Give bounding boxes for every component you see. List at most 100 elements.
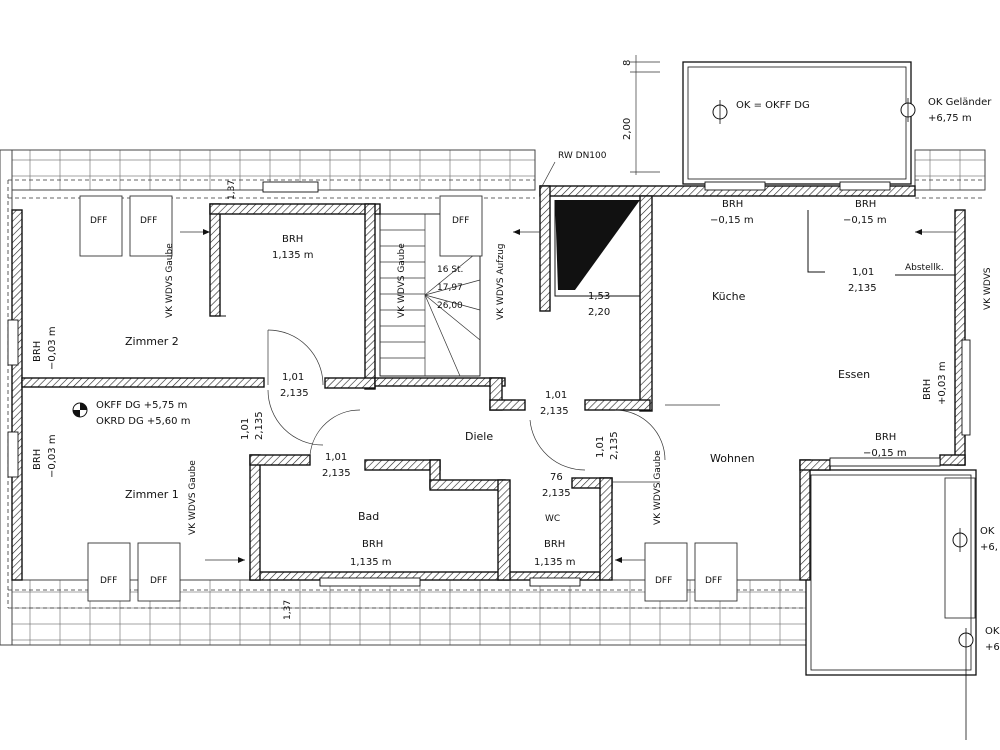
dff-label-7: DFF [705, 576, 722, 586]
dim-door-z2-w: 1,01 [282, 372, 304, 383]
brh-closet-val: 1,135 m [272, 250, 314, 261]
stair-labels: 16 St. 17,97 26,00 [437, 265, 463, 311]
window-essen [961, 339, 971, 436]
dim-door-diele-h: 2,135 [540, 406, 569, 417]
level-marker-right-2 [958, 628, 974, 740]
wall-closet-top [209, 203, 381, 215]
wall-stair-left [364, 203, 376, 390]
roof-tiles [0, 149, 986, 646]
wall-bath-top-left [249, 454, 311, 466]
brh-labels: BRH 1,135 m BRH −0,15 m BRH −0,15 m BRH … [32, 199, 948, 568]
wall-kitchen-core [639, 195, 653, 412]
brh-kitchen-1: BRH [722, 199, 743, 210]
dff-label-6: DFF [655, 576, 672, 586]
dim-wc-h: 2,135 [542, 488, 571, 499]
wall-bath-left [249, 454, 261, 581]
dff-label-2: DFF [140, 216, 157, 226]
wall-bath-wc [497, 479, 511, 581]
dim-door-core-h: 2,135 [609, 431, 620, 460]
dff-label-1: DFF [90, 216, 107, 226]
vk-aufzug: VK WDVS Aufzug [496, 244, 506, 321]
room-wohnen: Wohnen [710, 452, 755, 465]
room-labels: Zimmer 2 Zimmer 1 Diele Bad WC Küche Ess… [125, 263, 944, 524]
balcony-right-rail [944, 477, 976, 619]
dim-door-diele-w: 1,01 [545, 390, 567, 401]
exterior-walls [11, 185, 966, 581]
dim-door-z1-h: 2,135 [254, 411, 265, 440]
opening-dims: 1,01 2,135 1,01 2,135 1,01 2,135 1,53 2,… [227, 180, 877, 620]
dff-label-5: DFF [150, 576, 167, 586]
dim-137-top: 1,37 [227, 180, 237, 200]
dim-door-bad-h: 2,135 [322, 468, 351, 479]
window-zimmer2 [7, 319, 19, 366]
brh-wohnen: BRH [875, 432, 896, 443]
brh-wc: BRH [544, 539, 565, 550]
dim-abstellk-h: 2,135 [848, 283, 877, 294]
roof-tiles-top-right [914, 149, 986, 191]
room-zimmer1: Zimmer 1 [125, 488, 179, 501]
brh-bad-val: 1,135 m [350, 557, 392, 568]
vk-gaube-4: VK WDVS Gaube [653, 450, 663, 525]
dim-door-bad-w: 1,01 [325, 452, 347, 463]
vk-gaube-2: VK WDVS Gaube [397, 243, 407, 318]
wall-bath-top-right [429, 479, 506, 491]
doors [267, 329, 720, 483]
wall-balcony-left [799, 459, 811, 581]
balcony-top-inner [687, 66, 907, 180]
dim-200: 2,00 [622, 118, 633, 140]
dff-box-4 [87, 542, 131, 602]
stair-run: 26,00 [437, 301, 463, 311]
ok-right-label: OK [980, 526, 995, 537]
wall-stair-bottom-left [324, 377, 376, 389]
dim-abstellk-w: 1,01 [852, 267, 874, 278]
level-marker-gelaender [900, 98, 916, 122]
staircase [379, 213, 481, 377]
brh-closet: BRH [282, 234, 303, 245]
stair-rise: 17,97 [437, 283, 463, 293]
ok-gelaender-value: +6,75 m [928, 113, 972, 124]
vk-wdvs-right: VK WDVS [983, 267, 993, 310]
level-marker-ok-top [712, 100, 728, 124]
rw-label: RW DN100 [558, 151, 607, 161]
wall-closet-left [209, 203, 221, 317]
dim-137-bottom: 1,37 [283, 600, 293, 620]
windows [7, 181, 971, 587]
door-zimmer1 [267, 389, 324, 446]
ok-gelaender-label: OK Geländer [928, 97, 992, 108]
brh-zimmer2-val: −0,03 m [47, 326, 58, 370]
window-zimmer1 [7, 431, 19, 478]
shaft [554, 200, 640, 297]
level-markers [72, 98, 974, 740]
brh-zimmer1: BRH [32, 449, 43, 470]
okff-dg-label: OKFF DG +5,75 m [96, 400, 187, 411]
shaft-fill [555, 200, 640, 290]
wall-core-bottom [584, 399, 651, 411]
brh-kitchen-2: BRH [855, 199, 876, 210]
door-core [614, 409, 666, 461]
okrd-dg-label: OKRD DG +5,60 m [96, 416, 190, 427]
window-kitchen-1 [704, 181, 766, 191]
window-bad [319, 577, 421, 587]
door-zimmer2 [267, 329, 324, 386]
brh-kitchen-1-val: −0,15 m [710, 215, 754, 226]
stair-steps: 16 St. [437, 265, 463, 275]
dim-door-core-w: 1,01 [595, 436, 606, 458]
brh-essen-val: +0,03 m [937, 361, 948, 405]
wdvs-annotations: VK WDVS Gaube VK WDVS Gaube VK WDVS Aufz… [165, 243, 993, 535]
dff-windows: DFF DFF DFF DFF DFF DFF DFF [79, 195, 738, 602]
room-zimmer2: Zimmer 2 [125, 335, 179, 348]
wall-left [11, 209, 23, 581]
wall-bath-top-mid [364, 459, 441, 471]
brh-zimmer2: BRH [32, 341, 43, 362]
vk-gaube-3: VK WDVS Gaube [188, 460, 198, 535]
ok-right2-value: +6 [985, 642, 1000, 653]
brh-bad: BRH [362, 539, 383, 550]
dff-box-3 [439, 195, 483, 257]
wall-wc-right [599, 477, 613, 581]
arrows [180, 229, 955, 563]
dimension-top: 2,00 8 [622, 55, 660, 175]
wall-stair-step2 [489, 399, 526, 411]
dff-box-1 [79, 195, 123, 257]
balcony-right-frame [805, 469, 977, 676]
